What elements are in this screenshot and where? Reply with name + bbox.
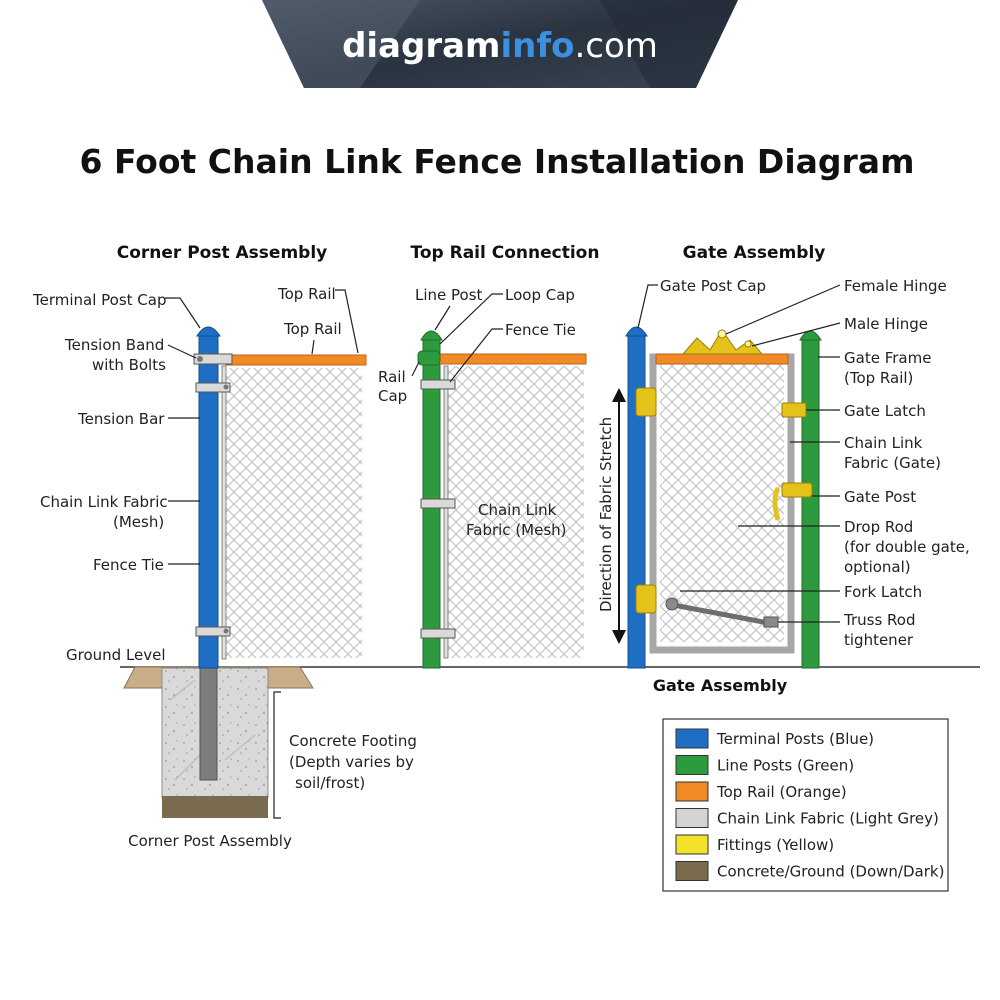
label-fabric-mesh-2: Fabric (Mesh) xyxy=(466,521,567,539)
top-rail-line xyxy=(437,353,587,365)
legend-label: Concrete/Ground (Down/Dark) xyxy=(717,863,944,881)
label-top-rail-a: Top Rail xyxy=(277,285,336,303)
label-concrete-footing-3: soil/frost) xyxy=(295,774,365,792)
rail-cap xyxy=(417,350,441,366)
hinge-upper xyxy=(635,387,657,417)
gate-post-latch-cap xyxy=(799,330,822,341)
legend-box xyxy=(662,718,949,892)
label-drop-rod-2: (for double gate, xyxy=(844,538,970,556)
label-fork-latch: Fork Latch xyxy=(844,583,922,601)
label-top-rail-b: Top Rail xyxy=(283,320,342,338)
chain-link-fabric-corner xyxy=(226,368,362,658)
label-gate-frame-2: (Top Rail) xyxy=(844,369,913,387)
tension-band-bottom xyxy=(195,626,231,637)
caption-corner: Corner Post Assembly xyxy=(128,832,292,850)
gate-latch xyxy=(781,402,807,418)
section-title-corner: Corner Post Assembly xyxy=(117,243,328,263)
label-fabric: Chain Link Fabric xyxy=(40,493,168,511)
fence-tie-middle xyxy=(420,498,456,509)
post-underground xyxy=(199,667,218,781)
label-male-hinge: Male Hinge xyxy=(844,315,928,333)
label-ground-level: Ground Level xyxy=(66,646,166,664)
tension-band xyxy=(195,382,231,393)
section-title-toprail: Top Rail Connection xyxy=(411,243,600,263)
caption-gate: Gate Assembly xyxy=(653,676,788,695)
gate-post-cap xyxy=(625,326,648,337)
legend: Terminal Posts (Blue) Line Posts (Green) T… xyxy=(662,718,949,892)
label-drop-rod-3: optional) xyxy=(844,558,911,576)
legend-label: Line Posts (Green) xyxy=(717,757,854,775)
legend-label: Terminal Posts (Blue) xyxy=(716,730,874,748)
label-fabric-gate-2: Fabric (Gate) xyxy=(844,454,941,472)
fence-tie-top xyxy=(420,379,456,390)
label-truss-rod-2: tightener xyxy=(844,631,914,649)
label-line-post: Line Post xyxy=(415,286,483,304)
chain-link-fabric-gate xyxy=(660,364,784,642)
brand-banner: diagraminfo.com xyxy=(262,0,738,88)
label-fabric-mesh: Chain Link xyxy=(478,501,557,519)
tension-band-top xyxy=(193,353,233,365)
brand-logo: diagraminfo.com xyxy=(342,26,658,66)
legend-swatch xyxy=(675,781,709,802)
female-hinge xyxy=(681,329,764,355)
label-fabric-2: (Mesh) xyxy=(113,513,164,531)
gate-post xyxy=(801,337,820,669)
fork-latch xyxy=(781,482,813,498)
gate-frame-top-rail xyxy=(655,353,789,365)
label-tension-band-2: with Bolts xyxy=(92,356,166,374)
label-fence-tie: Fence Tie xyxy=(93,556,164,574)
chain-link-fabric-line xyxy=(448,366,584,658)
label-concrete-footing: Concrete Footing xyxy=(289,732,417,750)
terminal-post-cap xyxy=(196,326,221,337)
fence-tie-bottom xyxy=(420,628,456,639)
loop-cap xyxy=(420,330,443,341)
legend-label: Fittings (Yellow) xyxy=(717,836,834,854)
legend-swatch xyxy=(675,755,709,775)
label-fabric-stretch: Direction of Fabric Stretch xyxy=(597,417,615,612)
drop-rod xyxy=(772,486,781,521)
label-gate-latch: Gate Latch xyxy=(844,402,926,420)
label-truss-rod: Truss Rod xyxy=(843,611,915,629)
label-loop-cap: Loop Cap xyxy=(505,286,575,304)
section-title-gate: Gate Assembly xyxy=(683,243,826,263)
label-drop-rod: Drop Rod xyxy=(844,518,913,536)
legend-swatch xyxy=(675,808,709,828)
label-tension-band: Tension Band xyxy=(64,336,164,354)
hinge-lower xyxy=(635,584,657,614)
legend-label: Chain Link Fabric (Light Grey) xyxy=(717,810,939,828)
page-title: 6 Foot Chain Link Fence Installation Dia… xyxy=(80,142,915,181)
legend-swatch xyxy=(675,728,709,749)
label-fence-tie-top: Fence Tie xyxy=(505,321,576,339)
label-rail-cap-2: Cap xyxy=(378,387,407,405)
truss-rod xyxy=(667,601,775,627)
corner-post-assembly xyxy=(123,326,367,818)
label-rail-cap: Rail xyxy=(378,368,406,386)
legend-swatch xyxy=(675,861,709,881)
label-gate-post: Gate Post xyxy=(844,488,916,506)
label-gate-frame: Gate Frame xyxy=(844,349,931,367)
legend-label: Top Rail (Orange) xyxy=(716,783,847,801)
label-female-hinge: Female Hinge xyxy=(844,277,947,295)
label-fabric-gate: Chain Link xyxy=(844,434,923,452)
soil-base xyxy=(162,796,268,818)
label-concrete-footing-2: (Depth varies by xyxy=(289,753,414,771)
label-gate-post-cap: Gate Post Cap xyxy=(660,277,766,295)
label-tension-bar: Tension Bar xyxy=(77,410,165,428)
top-rail-connection xyxy=(417,330,587,669)
top-rail-corner xyxy=(225,354,367,366)
gate-assembly xyxy=(612,326,822,669)
label-terminal-post-cap: Terminal Post Cap xyxy=(32,291,167,309)
legend-swatch xyxy=(675,834,709,855)
gate-post-hinge-side xyxy=(627,333,646,669)
tension-bar xyxy=(221,365,227,660)
